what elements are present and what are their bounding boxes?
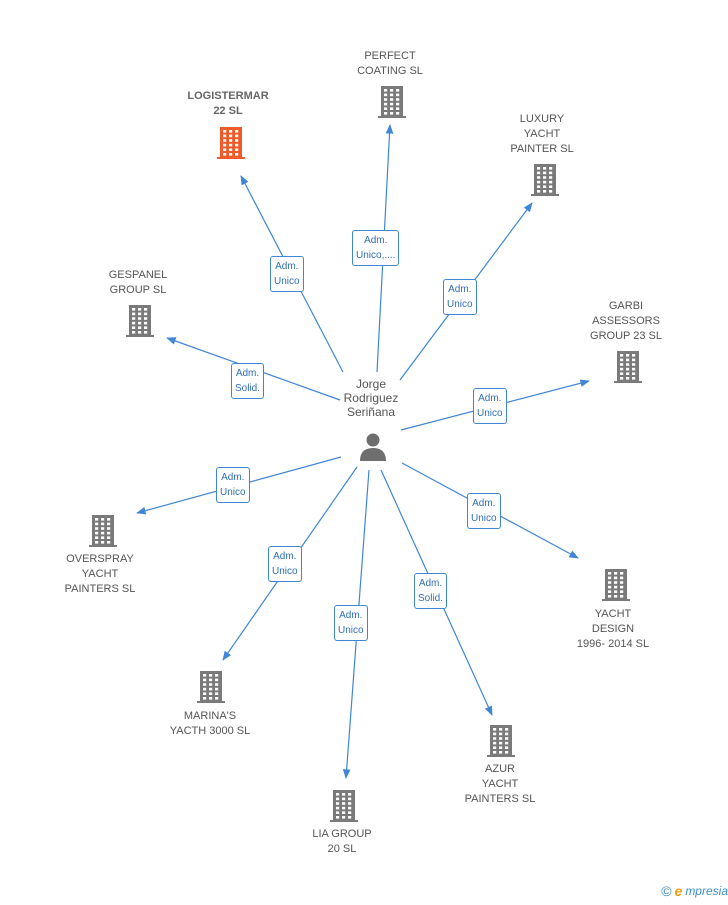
relation-label-line: Unico [274,276,300,287]
building-icon[interactable] [330,790,358,822]
company-label[interactable]: GARBI ASSESSORS GROUP 23 SL [561,299,691,344]
company-label[interactable]: GESPANEL GROUP SL [73,268,203,298]
company-label[interactable]: AZUR YACHT PAINTERS SL [435,762,565,807]
company-label[interactable]: LUXURY YACHT PAINTER SL [477,112,607,157]
relation-label[interactable]: Adm. Unico,.... [352,230,400,266]
company-label[interactable]: MARINA'S YACTH 3000 SL [145,709,275,739]
relation-label-line: Solid. [235,383,261,394]
building-icon[interactable] [197,671,225,703]
company-name-line: GROUP 23 SL [590,330,662,342]
relation-label[interactable]: Adm. Unico [334,605,368,641]
copyright-symbol: © [661,883,672,899]
relation-label-line: Unico [272,566,298,577]
brand-name: mpresia [685,884,728,898]
building-icon[interactable] [614,351,642,383]
company-name-line: YACTH 3000 SL [169,725,251,737]
building-icon[interactable] [378,86,406,118]
relation-label-line: Unico [447,299,473,310]
brand-logo-initial: e [674,883,683,899]
relation-label[interactable]: Adm. Unico [268,546,302,582]
company-name-line: MARINA'S [183,710,237,722]
company-name-line: AZUR [485,763,515,775]
company-name-line: YACHT [81,568,119,580]
relation-label[interactable]: Adm. Unico [473,388,507,424]
person-name-line: Rodriguez [343,391,399,405]
company-name-line: PERFECT [364,50,416,62]
building-icon[interactable] [126,305,154,337]
company-label[interactable]: LIA GROUP 20 SL [277,827,407,857]
relation-label-line: Unico [477,408,503,419]
company-name-line: LUXURY [519,113,565,125]
company-name-line: GESPANEL [108,269,168,281]
person-icon[interactable] [360,433,386,462]
relation-label-line: Unico [338,625,364,636]
relation-label-line: Adm. [448,284,472,295]
building-icon[interactable] [531,164,559,196]
company-label[interactable]: PERFECT COATING SL [325,49,455,79]
company-label[interactable]: OVERSPRAY YACHT PAINTERS SL [35,552,165,597]
company-name-line: YACHT [594,608,632,620]
relation-label[interactable]: Adm. Unico [467,493,501,529]
relation-label-line: Unico,.... [356,250,396,261]
company-name-line: LOGISTERMAR [187,90,269,102]
relation-label-line: Adm. [478,393,502,404]
relation-label[interactable]: Adm. Unico [216,467,250,503]
company-name-line: GROUP SL [109,284,167,296]
company-name-line: GARBI [608,300,644,312]
relation-label-line: Adm. [221,472,245,483]
building-icon[interactable] [89,515,117,547]
relation-label-line: Adm. [364,235,388,246]
company-name-line: 22 SL [213,105,243,117]
person-name-line: Jorge [355,377,387,391]
relation-label-line: Adm. [472,498,496,509]
relation-label-line: Adm. [273,551,297,562]
company-name-line: OVERSPRAY [66,553,134,565]
relation-label[interactable]: Adm. Solid. [414,573,448,609]
relation-label-line: Unico [220,487,246,498]
building-icon[interactable] [602,569,630,601]
company-name-line: ASSESSORS [592,315,660,327]
relation-label-line: Adm. [418,578,443,589]
person-name-line: Seriñana [346,405,396,419]
company-name-line: PAINTERS SL [464,793,536,805]
building-icon[interactable] [217,127,245,159]
company-name-line: PAINTER SL [510,143,574,155]
company-name-line: YACHT [481,778,519,790]
company-label[interactable]: LOGISTERMAR 22 SL [163,89,293,119]
relation-label-line: Adm. [339,610,363,621]
relation-label[interactable]: Adm. Unico [443,279,477,315]
building-icon[interactable] [487,725,515,757]
relation-label-line: Solid. [418,593,444,604]
relation-label-line: Unico [471,513,497,524]
company-name-line: YACHT [523,128,561,140]
company-name-line: COATING SL [357,65,423,77]
company-name-line: PAINTERS SL [64,583,136,595]
company-name-line: 1996- 2014 SL [576,638,650,650]
company-name-line: LIA GROUP [312,828,372,840]
relation-label[interactable]: Adm. Unico [270,256,304,292]
relation-label[interactable]: Adm. Solid. [231,363,265,399]
relation-label-line: Adm. [235,368,260,379]
company-name-line: DESIGN [591,623,635,635]
relation-label-line: Adm. [275,261,299,272]
company-name-line: 20 SL [327,843,357,855]
company-label[interactable]: YACHT DESIGN 1996- 2014 SL [548,607,678,652]
